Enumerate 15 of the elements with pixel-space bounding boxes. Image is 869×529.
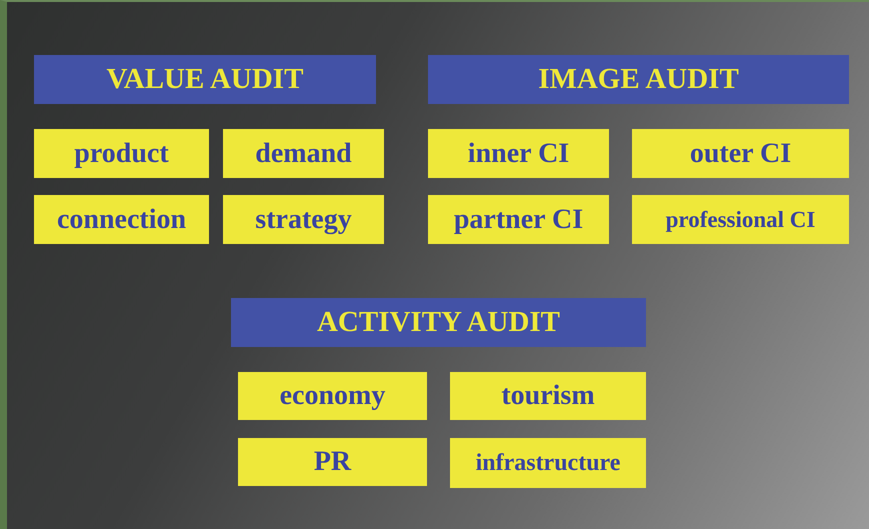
item-box: outer CI: [632, 129, 849, 178]
heading-banner: ACTIVITY AUDIT: [231, 298, 646, 347]
item-box: professional CI: [632, 195, 849, 244]
item-box: economy: [238, 372, 427, 420]
item-box: partner CI: [428, 195, 609, 244]
item-box: demand: [223, 129, 384, 178]
item-box: connection: [34, 195, 209, 244]
item-box: PR: [238, 438, 427, 486]
item-box: strategy: [223, 195, 384, 244]
item-box: infrastructure: [450, 438, 646, 488]
item-box: tourism: [450, 372, 646, 420]
item-box: product: [34, 129, 209, 178]
heading-banner: VALUE AUDIT: [34, 55, 376, 104]
item-box: inner CI: [428, 129, 609, 178]
heading-banner: IMAGE AUDIT: [428, 55, 849, 104]
